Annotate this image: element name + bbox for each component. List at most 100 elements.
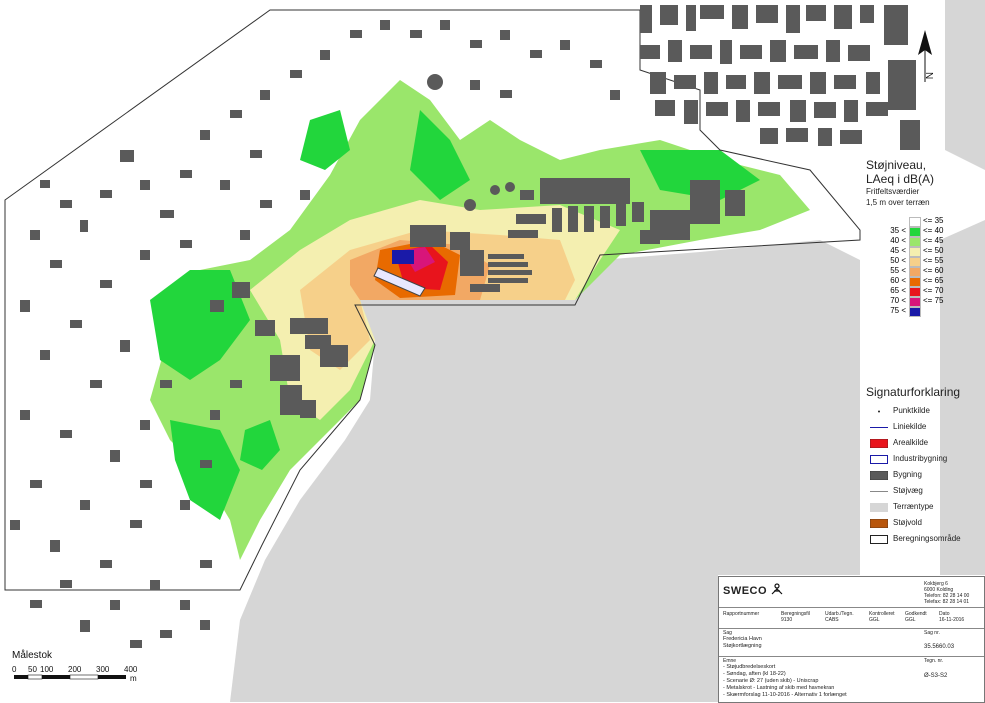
legend-noise-embankment-label: Støjvold <box>893 518 922 527</box>
legend-row-swatch <box>909 237 921 247</box>
scale-tick-label: 200 <box>68 665 82 674</box>
sweco-logo-text: SWECO <box>723 585 768 597</box>
legend-terrain-type: Terræntype <box>866 499 984 515</box>
sea-area-right <box>940 220 985 575</box>
legend-row-swatch <box>909 277 921 287</box>
legend-row: 50 < <= 55 <box>866 256 976 267</box>
legend-subtitle-line2: 1,5 m over terræn <box>866 198 930 207</box>
scale-unit: m <box>130 674 137 683</box>
legend-area-source: Arealkilde <box>866 435 984 451</box>
terrain-type-icon <box>870 503 888 512</box>
noise-zone-35-40-southwest <box>240 420 280 470</box>
scale-bar: Målestok 0 50 100 200 300 400 m <box>12 650 152 693</box>
legend-row-lower: 65 < <box>890 286 906 295</box>
value-drawn-by: CABS <box>825 617 839 623</box>
north-arrow-icon <box>918 30 932 82</box>
header-checked: Kontrolleret <box>869 611 895 617</box>
legend-row-swatch <box>909 307 921 317</box>
signature-legend-title: Signaturforklaring <box>866 385 961 399</box>
noise-wall-icon <box>870 491 888 492</box>
legend-row-swatch <box>909 227 921 237</box>
noise-zone-35-40-north <box>410 110 470 200</box>
legend-title-line2: LAeq i dB(A) <box>866 172 935 186</box>
legend-industrial-building-label: Industribygning <box>893 454 948 463</box>
scale-tick-label: 300 <box>96 665 110 674</box>
emne-line: - Søndag, aften (kl 18-22) <box>723 671 786 677</box>
value-calc-file: 9130 <box>781 617 793 623</box>
southwest-buildings <box>210 282 348 418</box>
legend-row-swatch <box>909 247 921 257</box>
noise-embankment-icon <box>870 519 888 528</box>
drawing-number-label: Tegn. nr. <box>924 658 944 664</box>
legend-building-label: Bygning <box>893 470 922 479</box>
legend-row-upper: <= 60 <box>923 266 944 275</box>
scale-tick-label: 50 <box>28 665 37 674</box>
legend-row-upper: <= 75 <box>923 296 944 305</box>
noise-zone-35-40-south <box>170 420 240 520</box>
divider <box>719 607 984 608</box>
legend-row-upper: <= 65 <box>923 276 944 285</box>
noise-level-legend: Støjniveau, LAeq i dB(A) Fritfeltsværdie… <box>866 158 981 208</box>
legend-row-swatch <box>909 267 921 277</box>
value-date: 16-11-2016 <box>939 617 965 623</box>
scale-tick-label: 400 <box>124 665 138 674</box>
ship-outline <box>373 267 426 297</box>
emne-label: Emne <box>723 658 737 664</box>
emne-line: - Støjudbredelseskort <box>723 664 776 670</box>
noise-zone-35-40-east <box>640 150 760 200</box>
sag-number-label: Sag nr. <box>924 630 940 636</box>
sag-line: Fredericia Havn <box>723 636 762 642</box>
residential-buildings-west <box>10 20 620 648</box>
legend-row-upper: <= 50 <box>923 246 944 255</box>
town-buildings-northeast <box>640 5 920 150</box>
scale-bar-graphic: 0 50 100 200 300 400 m <box>12 665 138 683</box>
title-block: SWECO Kokbjerg 6 6000 Kolding Telefon: 8… <box>718 576 985 703</box>
line-source-icon <box>870 427 888 428</box>
legend-row-swatch <box>909 297 921 307</box>
legend-line-source: Liniekilde <box>866 419 984 435</box>
address-block: Kokbjerg 6 6000 Kolding Telefon: 82 28 1… <box>924 581 969 605</box>
noise-zone-35-40-left <box>150 270 250 380</box>
legend-row-upper: <= 40 <box>923 226 944 235</box>
sweco-logo-icon <box>771 583 783 595</box>
value-checked: GGL <box>869 617 880 623</box>
legend-row: 45 < <= 50 <box>866 246 976 257</box>
legend-row-lower: 45 < <box>890 246 906 255</box>
legend-row-lower: 50 < <box>890 256 906 265</box>
legend-row: 70 <<= 75 <box>866 296 976 307</box>
legend-row: 55 < <= 60 <box>866 266 976 277</box>
legend-row-swatch <box>909 257 921 267</box>
address-line: Telefon: 82 28 14 00 <box>924 593 970 599</box>
legend-row-lower: 60 < <box>890 276 906 285</box>
emne-line: - Skærmforslag 11-10-2016 - Alternativ 1… <box>723 692 847 698</box>
building-icon <box>870 471 888 480</box>
value-approved: GGL <box>905 617 916 623</box>
sweco-logo: SWECO <box>723 583 783 597</box>
sea-area <box>230 240 860 702</box>
header-calc-file: Beregningsfil <box>781 611 810 617</box>
legend-row: <= 35 <box>866 216 976 227</box>
calculation-area-icon <box>870 535 888 544</box>
legend-row-upper: <= 55 <box>923 256 944 265</box>
sag-number: 35.5660.03 <box>924 644 955 650</box>
drawing-number: Ø-S3-S2 <box>924 673 948 679</box>
scale-bar-title: Målestok <box>12 650 53 661</box>
legend-point-source: Punktkilde <box>866 403 984 419</box>
header-date: Dato <box>939 611 950 617</box>
legend-noise-wall-label: Støjvæg <box>893 486 923 495</box>
legend-row: 40 <<= 45 <box>866 236 976 247</box>
sag-label: Sag <box>723 630 732 636</box>
legend-row: 65 <<= 70 <box>866 286 976 297</box>
header-report-number: Rapportnummer <box>723 611 760 617</box>
legend-building: Bygning <box>866 467 984 483</box>
legend-row-lower: 55 < <box>890 266 906 275</box>
legend-row: 75 < <box>866 306 976 317</box>
header-approved: Godkendt <box>905 611 927 617</box>
scale-tick-label: 0 <box>12 665 17 674</box>
legend-row-swatch <box>909 217 921 227</box>
signature-legend: Signaturforklaring Punktkilde Liniekilde… <box>866 385 984 547</box>
legend-row: 60 < <= 65 <box>866 276 976 287</box>
industrial-building-source <box>392 250 414 264</box>
legend-row-upper: <= 45 <box>923 236 944 245</box>
